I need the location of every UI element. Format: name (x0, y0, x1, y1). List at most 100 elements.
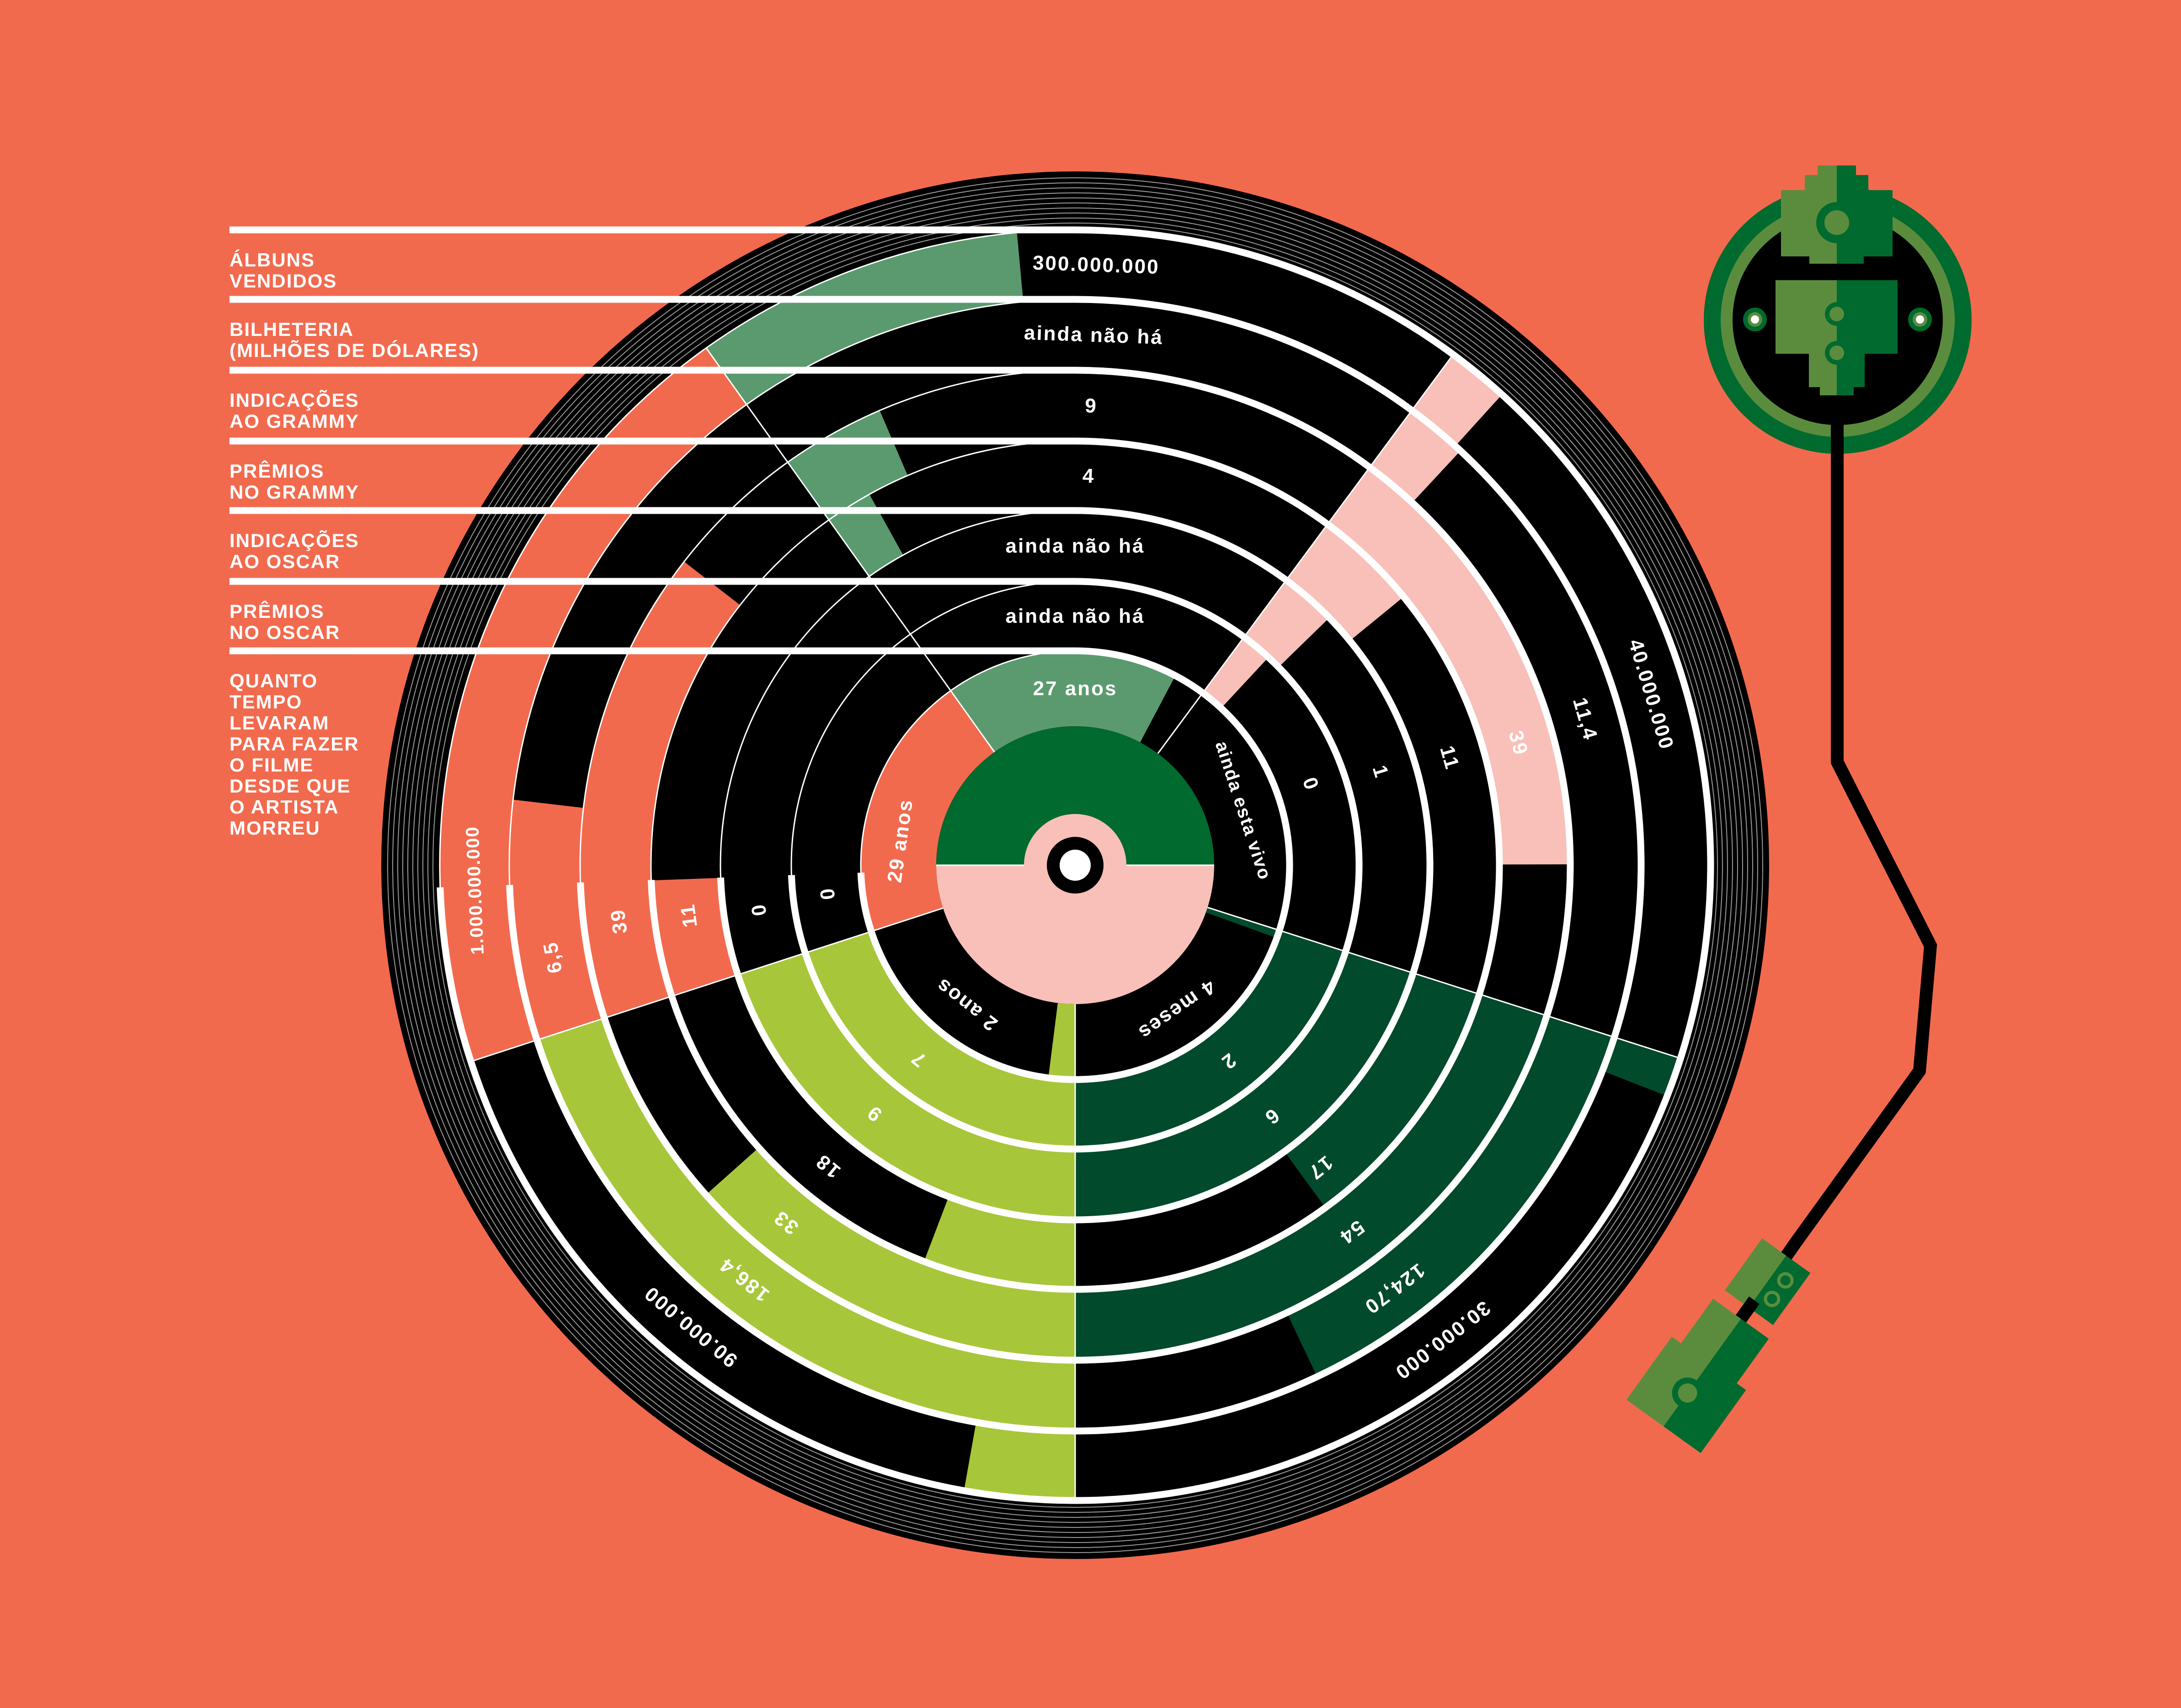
sector-divider (1157, 354, 1454, 754)
value-label-grammy-nominations: 9 (1085, 394, 1098, 417)
segment-fill-time-to-film (1205, 907, 1280, 938)
chart-segments (439, 230, 1711, 1500)
legend-label-line: AO OSCAR (229, 551, 340, 572)
legend-label-line: BILHETERIA (229, 319, 354, 340)
segment-fill-grammy-wins (829, 494, 903, 577)
value-label-albums: 300.000.000 (1032, 251, 1160, 278)
legend-label-line: PARA FAZER (229, 733, 359, 755)
legend-label-line: O ARTISTA (229, 796, 339, 818)
vinyl-groove (407, 197, 1743, 1533)
tonearm-pivot-shade (1837, 280, 1898, 395)
value-label-oscar-wins: 0 (816, 886, 840, 901)
tonearm-counterweight-shade (1837, 165, 1893, 264)
vinyl-groove (417, 208, 1733, 1523)
value-label-oscar-wins: ainda não há (1006, 605, 1145, 628)
legend-label-line: PRÊMIOS (229, 600, 325, 622)
center-bottom-half (936, 865, 1214, 1004)
legend-line (229, 578, 1075, 585)
ring-separator-arc (717, 507, 1434, 1224)
legend-line (229, 507, 1075, 514)
sector-divider (1207, 906, 1681, 1059)
segment-fill-box-office (1286, 1016, 1615, 1377)
segment-fill-oscar-wins (805, 931, 1075, 1149)
tonearm (1626, 165, 1972, 1453)
legend-label-line: INDICAÇÕES (229, 529, 359, 551)
legend-label-line: INDICAÇÕES (229, 389, 359, 411)
vinyl-groove (397, 187, 1753, 1543)
vinyl-groove (387, 177, 1763, 1553)
ring-separator-arc (857, 647, 1293, 1083)
ring-separator-arc (788, 578, 1363, 1153)
segment-background-grammy-nominations (1327, 467, 1570, 1016)
center-top-half (936, 726, 1214, 865)
legend-label-line: VENDIDOS (229, 270, 337, 292)
ring-separator-arc (648, 437, 1503, 1293)
vinyl-groove (427, 218, 1723, 1513)
segment-fill-grammy-nominations (1327, 467, 1570, 865)
segment-background-oscar-nominations (869, 511, 1286, 637)
value-label-grammy-nominations: 39 (606, 907, 631, 935)
legend-label-line: ÁLBUNS (229, 249, 315, 271)
segment-fill-grammy-nominations (1075, 994, 1547, 1360)
segment-fill-time-to-film (1048, 1003, 1075, 1080)
vinyl-groove (422, 213, 1728, 1518)
value-label-oscar-nominations: 0 (747, 902, 771, 917)
legend-label-line: NO GRAMMY (229, 481, 359, 503)
value-label-oscar-nominations: ainda não há (1006, 535, 1145, 557)
segment-fill-oscar-nominations (737, 952, 1075, 1220)
pivot-screw-center (1829, 307, 1844, 321)
record-center-label (936, 726, 1214, 1004)
segment-fill-oscar-wins (1075, 930, 1346, 1149)
legend-label-line: DESDE QUE (229, 775, 351, 797)
vinyl-groove (392, 182, 1758, 1548)
tonearm-screw-center (1824, 210, 1849, 235)
ring-separator-arc (577, 367, 1574, 1364)
segment-background-grammy-wins (829, 441, 1328, 580)
segment-fill-albums (964, 1422, 1075, 1500)
vinyl-groove (402, 192, 1748, 1538)
segment-background-grammy-wins (651, 520, 869, 996)
value-label-box-office: ainda não há (1024, 321, 1163, 349)
segment-fill-albums (439, 348, 747, 1062)
legend-label-line: MORREU (229, 817, 320, 839)
legend-label-line: PRÊMIOS (229, 460, 325, 482)
segment-fill-albums (1602, 1037, 1681, 1096)
segment-fill-box-office (509, 799, 605, 1040)
tonearm-arm (1745, 393, 1937, 1311)
legend-label-line: (MILHÕES DE DÓLARES) (229, 339, 479, 361)
segment-fill-grammy-wins (1286, 524, 1404, 641)
legend-line (229, 226, 1075, 234)
legend-line (229, 367, 1075, 374)
segment-fill-grammy-wins (1284, 973, 1480, 1208)
value-label-grammy-wins: 4 (1082, 465, 1095, 488)
base-dot-right-icon (1908, 308, 1932, 331)
vinyl-groove (412, 202, 1738, 1528)
legend-label-line: TEMPO (229, 691, 302, 713)
segment-background-grammy-nominations (788, 370, 1370, 525)
value-label-grammy-wins: 11 (676, 902, 701, 929)
segment-fill-time-to-film (950, 651, 1176, 752)
value-label-box-office: 6,5 (539, 940, 566, 975)
value-label-time-to-film: 27 anos (1033, 677, 1118, 700)
segment-background-albums (1075, 1037, 1681, 1500)
segment-fill-grammy-wins (651, 878, 738, 996)
segment-fill-box-office (537, 1018, 1075, 1431)
segment-fill-grammy-nominations (580, 561, 740, 1018)
base-dot-left-icon (1743, 308, 1767, 331)
pivot-screw-center (1829, 346, 1844, 360)
legend-label-box-office: BILHETERIA(MILHÕES DE DÓLARES) (229, 319, 479, 361)
spindle-hole-icon (1060, 850, 1091, 881)
sector-divider (705, 347, 995, 753)
segment-fill-grammy-nominations (706, 1148, 1075, 1360)
legend-label-line: NO OSCAR (229, 622, 340, 643)
vinyl-groove (432, 223, 1718, 1508)
ring-separators (437, 226, 1714, 1504)
segment-background-time-to-film (1075, 907, 1280, 1080)
